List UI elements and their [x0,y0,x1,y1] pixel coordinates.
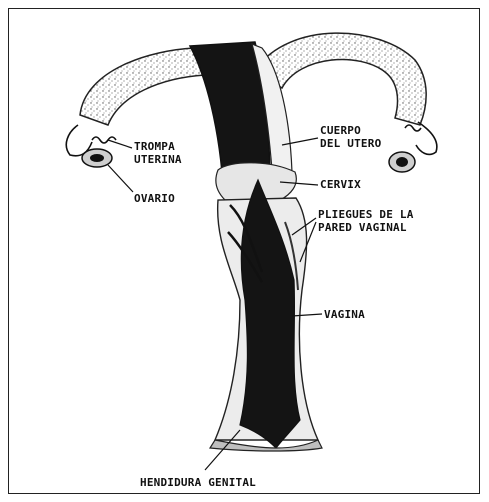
label-ovario: OVARIO [134,192,175,205]
left-ovary-inner [90,154,104,162]
label-pliegues: PLIEGUES DE LA PARED VAGINAL [318,208,414,234]
label-cervix: CERVIX [320,178,361,191]
label-trompa: TROMPA UTERINA [134,140,182,166]
leader-trompa [108,140,132,148]
label-vagina: VAGINA [324,308,365,321]
left-tube-shape [80,48,205,125]
label-cuerpo: CUERPO DEL UTERO [320,124,381,150]
right-fimbriae-coil [405,125,421,131]
leader-ovario [108,165,133,192]
label-hendidura: HENDIDURA GENITAL [140,476,256,489]
right-ovary-inner [396,157,408,167]
right-fimbriae-shape [416,122,437,154]
left-fimbriae-coil [92,137,116,143]
